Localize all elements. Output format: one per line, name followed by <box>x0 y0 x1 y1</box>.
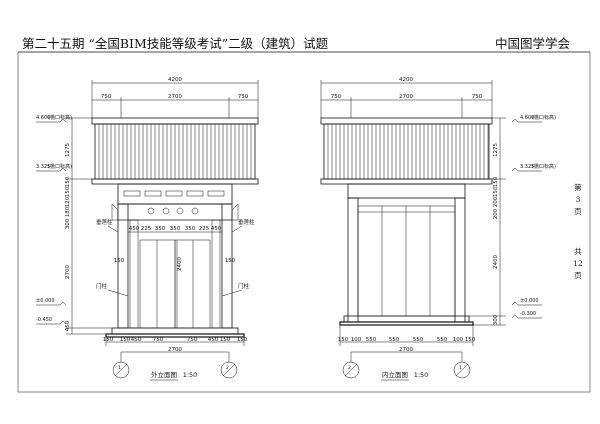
svg-text:4.600: 4.600 <box>36 115 50 121</box>
svg-text:550: 550 <box>389 337 400 343</box>
back-bottom-total: 2700 <box>399 347 413 353</box>
front-top-total: 4200 <box>168 77 182 83</box>
svg-text:-0.300: -0.300 <box>520 311 536 317</box>
svg-text:(檐口标高): (檐口标高) <box>48 114 72 121</box>
front-caption-title: 外立面图 <box>151 370 177 379</box>
svg-text:750: 750 <box>331 94 342 100</box>
svg-text:450: 450 <box>211 226 222 232</box>
svg-text:150: 150 <box>220 337 231 343</box>
svg-text:±0.000: ±0.000 <box>520 298 539 304</box>
svg-text:350: 350 <box>185 226 196 232</box>
svg-text:2700: 2700 <box>65 265 71 279</box>
front-caption-scale: 1:50 <box>183 371 198 379</box>
svg-text:450: 450 <box>65 320 71 331</box>
svg-text:150: 150 <box>225 258 236 264</box>
svg-text:±0.000: ±0.000 <box>36 298 55 304</box>
svg-text:2400: 2400 <box>177 257 183 271</box>
svg-text:180: 180 <box>65 206 71 217</box>
back-caption-scale: 1:50 <box>414 371 429 379</box>
svg-text:4.600: 4.600 <box>520 115 534 121</box>
svg-text:150: 150 <box>338 337 349 343</box>
back-elevation: 4200 750 2700 750 1275 150 150 200 200 2… <box>320 77 556 381</box>
svg-text:2400: 2400 <box>493 255 499 269</box>
sheet-title: 第二十五期 “全国BIM技能等级考试”二级（建筑）试题 <box>22 36 329 51</box>
svg-text:450: 450 <box>129 226 140 232</box>
front-top-dim-3: 750 <box>238 94 249 100</box>
svg-text:750: 750 <box>187 337 198 343</box>
svg-text:350: 350 <box>155 226 166 232</box>
svg-text:3: 3 <box>576 195 581 204</box>
svg-text:1: 1 <box>118 365 121 371</box>
svg-text:150: 150 <box>493 176 499 187</box>
svg-text:3.325: 3.325 <box>520 164 534 170</box>
svg-text:150: 150 <box>65 186 71 197</box>
svg-text:225: 225 <box>199 226 210 232</box>
svg-text:(檐口标高): (檐口标高) <box>48 163 72 170</box>
svg-text:150: 150 <box>465 337 476 343</box>
svg-text:共: 共 <box>574 247 582 256</box>
svg-text:550: 550 <box>413 337 424 343</box>
page-number-note: 第 3 页 共 12 页 <box>573 182 583 280</box>
svg-text:2: 2 <box>348 365 351 371</box>
front-bottom-total: 2700 <box>168 347 182 353</box>
svg-text:750: 750 <box>472 94 483 100</box>
svg-text:150: 150 <box>120 337 131 343</box>
svg-text:550: 550 <box>437 337 448 343</box>
svg-text:200: 200 <box>493 208 499 219</box>
front-elevation: 4200 750 2700 750 <box>36 77 259 381</box>
label-hanging-pillar-right: 垂莲柱 <box>238 218 255 226</box>
svg-text:页: 页 <box>574 271 582 280</box>
svg-text:2700: 2700 <box>399 94 413 100</box>
svg-text:150: 150 <box>114 258 125 264</box>
label-hanging-pillar-left: 垂莲柱 <box>96 218 113 226</box>
organization-name: 中国图学学会 <box>494 36 570 51</box>
svg-text:120: 120 <box>65 196 71 207</box>
svg-text:12: 12 <box>573 259 583 268</box>
svg-text:(檐口标高): (檐口标高) <box>532 114 556 121</box>
svg-text:100: 100 <box>351 337 362 343</box>
svg-text:(檐口标高): (檐口标高) <box>532 163 556 170</box>
front-top-dim-1: 750 <box>101 94 112 100</box>
svg-text:1275: 1275 <box>65 143 71 157</box>
back-top-total: 4200 <box>399 77 413 83</box>
label-door-pillar-right: 门柱 <box>238 282 250 290</box>
svg-text:300: 300 <box>493 314 499 325</box>
svg-text:300: 300 <box>65 218 71 229</box>
svg-text:550: 550 <box>366 337 377 343</box>
svg-text:150: 150 <box>237 337 248 343</box>
svg-text:第: 第 <box>574 182 582 192</box>
back-caption-title: 内立面图 <box>382 370 408 379</box>
svg-text:450: 450 <box>131 337 142 343</box>
svg-text:3.325: 3.325 <box>36 164 50 170</box>
svg-text:350: 350 <box>170 226 181 232</box>
svg-text:225: 225 <box>141 226 152 232</box>
svg-text:150: 150 <box>493 186 499 197</box>
svg-text:100: 100 <box>453 337 464 343</box>
svg-text:150: 150 <box>65 176 71 187</box>
svg-text:200: 200 <box>493 196 499 207</box>
label-door-pillar-left: 门柱 <box>96 282 108 290</box>
svg-text:750: 750 <box>153 337 164 343</box>
svg-text:450: 450 <box>208 337 219 343</box>
front-top-dim-2: 2700 <box>168 94 182 100</box>
svg-text:150: 150 <box>103 337 114 343</box>
svg-text:1: 1 <box>459 365 462 371</box>
svg-text:1275: 1275 <box>493 143 499 157</box>
svg-text:2: 2 <box>226 365 229 371</box>
svg-text:页: 页 <box>574 207 582 216</box>
svg-text:-0.450: -0.450 <box>36 317 52 323</box>
